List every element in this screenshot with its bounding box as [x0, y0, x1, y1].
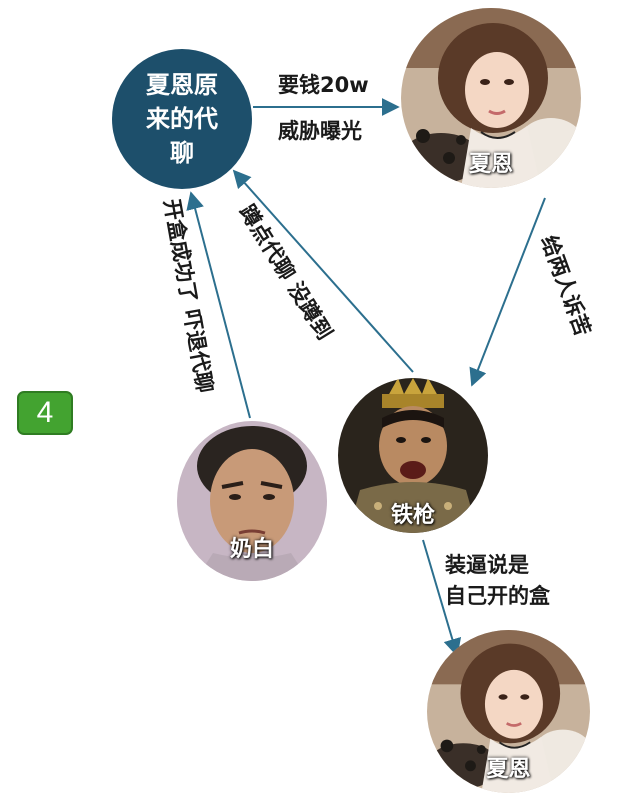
- node-original-agent-label: 夏恩原来的代聊: [146, 71, 218, 167]
- arrow-tieqiang-to-hub: [232, 169, 414, 373]
- node-naibai: 奶白: [177, 421, 327, 581]
- tieqiang-portrait-image: [338, 378, 488, 533]
- edge-label-demand-money: 要钱20w: [278, 73, 369, 97]
- xiaen-portrait-image: [401, 8, 581, 188]
- node-xiaen-bottom-label: 夏恩: [486, 757, 531, 782]
- node-xiaen-top: 夏恩: [401, 8, 581, 188]
- arrow-naibai-to-hub: [186, 191, 251, 419]
- arrow-xiaen-to-tieqiang: [469, 197, 546, 387]
- edge-label-brag-line1: 装逼说是: [445, 553, 529, 577]
- step-number-badge: 4: [17, 391, 73, 435]
- xiaen-bottom-portrait-image: [427, 630, 590, 793]
- node-xiaen-top-label: 夏恩: [468, 152, 513, 177]
- node-naibai-label: 奶白: [229, 537, 274, 562]
- edge-label-threaten-expose: 威胁曝光: [278, 119, 362, 143]
- node-tieqiang-label: 铁枪: [390, 503, 435, 528]
- node-tieqiang: 铁枪: [338, 378, 488, 533]
- node-original-agent: 夏恩原来的代聊: [112, 49, 252, 189]
- naibai-portrait-image: [177, 421, 327, 581]
- node-xiaen-bottom: 夏恩: [427, 630, 590, 793]
- edge-label-brag-line2: 自己开的盒: [445, 584, 550, 608]
